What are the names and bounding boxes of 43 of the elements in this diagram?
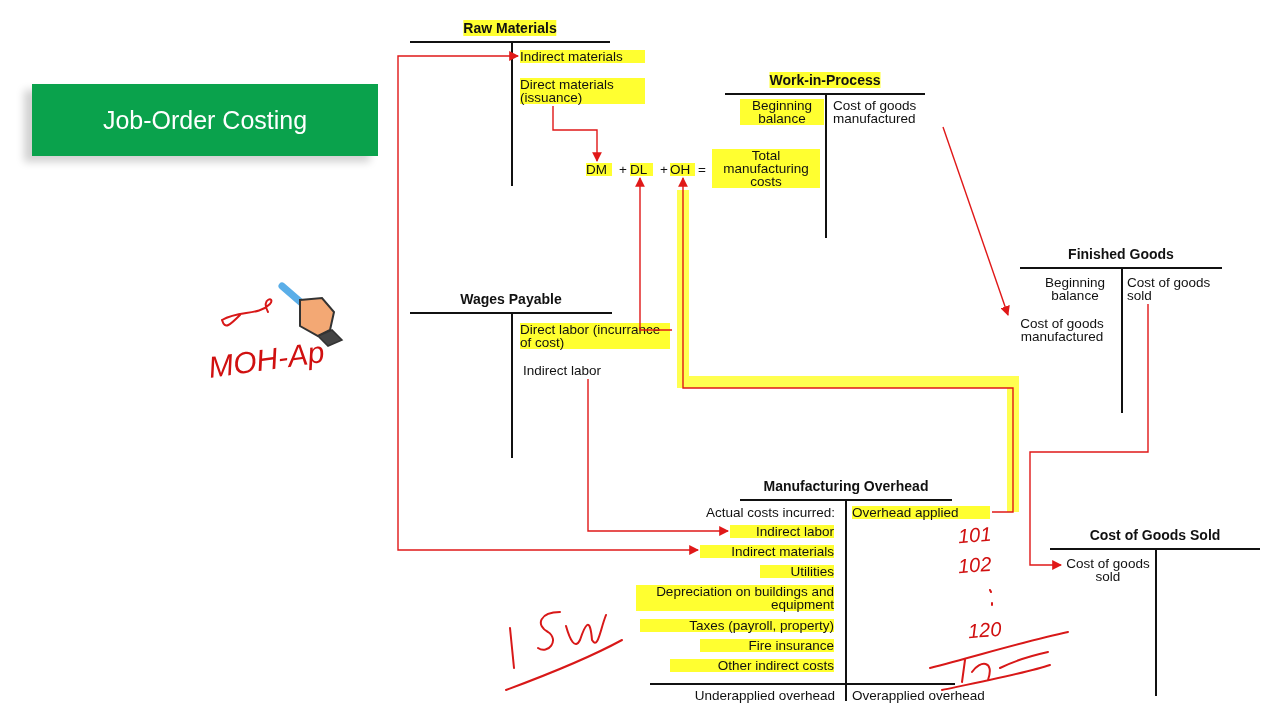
account-entry: Beginning balance: [740, 99, 824, 125]
account-entry: Indirect labor: [523, 364, 623, 377]
account-entry: Indirect materials: [700, 545, 834, 558]
formula-text: Total manufacturing costs: [712, 149, 820, 188]
account-entry: Cost of goods sold: [1063, 557, 1153, 583]
account-entry: Direct materials (issuance): [520, 78, 645, 104]
account-entry: Indirect materials: [520, 50, 645, 63]
plus-sign: +: [619, 163, 628, 176]
handwritten-number: 120: [967, 618, 1003, 642]
account-entry: Cost of goods manufactured: [1008, 317, 1116, 343]
equals-sign: =: [698, 163, 707, 176]
account-entry: Overhead applied: [852, 506, 990, 519]
arrow: [397, 51, 699, 555]
arrow: [635, 177, 673, 331]
account-entry: OH: [670, 163, 695, 176]
account-entry: Indirect labor: [730, 525, 834, 538]
account-entry: Other indirect costs: [670, 659, 834, 672]
account-title: Manufacturing Overhead: [763, 478, 929, 494]
handwritten-note: MOH-Ap: [206, 337, 327, 383]
plus-sign: +: [660, 163, 669, 176]
account-entry: Fire insurance: [700, 639, 834, 652]
account-title: Work-in-Process: [769, 72, 881, 88]
handwritten-number: 102: [957, 553, 993, 577]
account-title: Wages Payable: [460, 291, 562, 307]
arrow: [678, 177, 1014, 513]
arrow: [942, 126, 1010, 316]
arrow: [1029, 303, 1149, 570]
arrow: [552, 105, 602, 162]
account-entry: Underapplied overhead: [645, 689, 835, 702]
account-entry: Cost of goods sold: [1127, 276, 1217, 302]
title-banner: Job-Order Costing: [32, 84, 378, 156]
account-entry: Overapplied overhead: [852, 689, 1032, 702]
account-entry: Taxes (payroll, property): [640, 619, 834, 632]
arrow: [587, 378, 729, 536]
account-entry: Depreciation on buildings and equipment: [636, 585, 834, 611]
account-entry: Direct labor (incurrance of cost): [520, 323, 670, 349]
account-entry: Beginning balance: [1030, 276, 1120, 302]
account-entry: Cost of goods manufactured: [833, 99, 943, 125]
account-title: Finished Goods: [1068, 246, 1174, 262]
account-entry: Actual costs incurred:: [660, 506, 835, 519]
account-entry: Utilities: [760, 565, 834, 578]
account-title: Cost of Goods Sold: [1089, 527, 1221, 543]
handwritten-number: 101: [957, 523, 993, 547]
